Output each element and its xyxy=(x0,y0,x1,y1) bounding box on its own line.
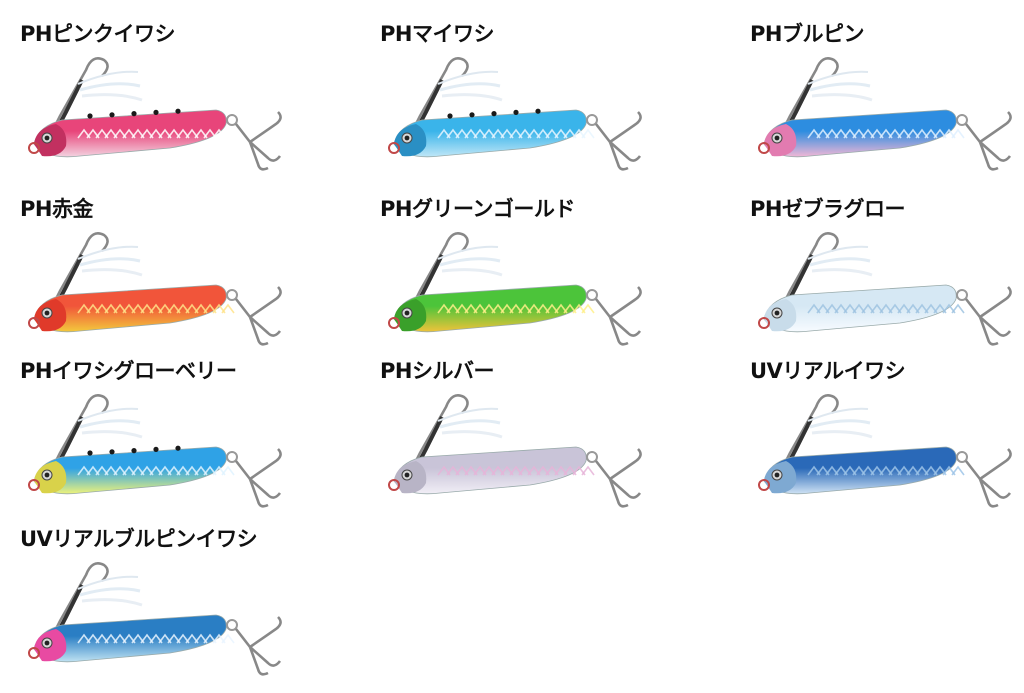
color-name: PHグリーンゴールド xyxy=(380,197,575,221)
lure-icon xyxy=(758,232,1012,346)
color-item: UVリアルブルピンイワシ xyxy=(20,523,320,693)
color-item: UVリアルイワシ xyxy=(750,355,1024,525)
lure-icon xyxy=(758,57,1012,171)
lure-icon xyxy=(388,394,642,508)
color-name: PHゼブラグロー xyxy=(750,197,905,221)
lure-icon xyxy=(28,57,282,171)
color-item: PHグリーンゴールド xyxy=(380,193,680,363)
color-name: PHブルピン xyxy=(750,22,864,46)
color-name: PHピンクイワシ xyxy=(20,22,175,46)
lure-icon xyxy=(28,562,282,676)
color-name: PHイワシグローベリー xyxy=(20,359,237,383)
color-item: PHシルバー xyxy=(380,355,680,525)
color-name: PHシルバー xyxy=(380,359,494,383)
lure-icon xyxy=(758,394,1012,508)
lure-icon xyxy=(28,232,282,346)
color-item: PHゼブラグロー xyxy=(750,193,1024,363)
color-item: PH赤金 xyxy=(20,193,320,363)
color-item: PHピンクイワシ xyxy=(20,18,320,188)
color-name: UVリアルイワシ xyxy=(750,359,906,383)
color-item: PHマイワシ xyxy=(380,18,680,188)
color-name: PH赤金 xyxy=(20,197,93,221)
lure-icon xyxy=(28,394,282,508)
lure-icon xyxy=(388,232,642,346)
lure-icon xyxy=(388,57,642,171)
color-name: UVリアルブルピンイワシ xyxy=(20,527,258,551)
color-item: PHイワシグローベリー xyxy=(20,355,320,525)
color-name: PHマイワシ xyxy=(380,22,494,46)
color-item: PHブルピン xyxy=(750,18,1024,188)
